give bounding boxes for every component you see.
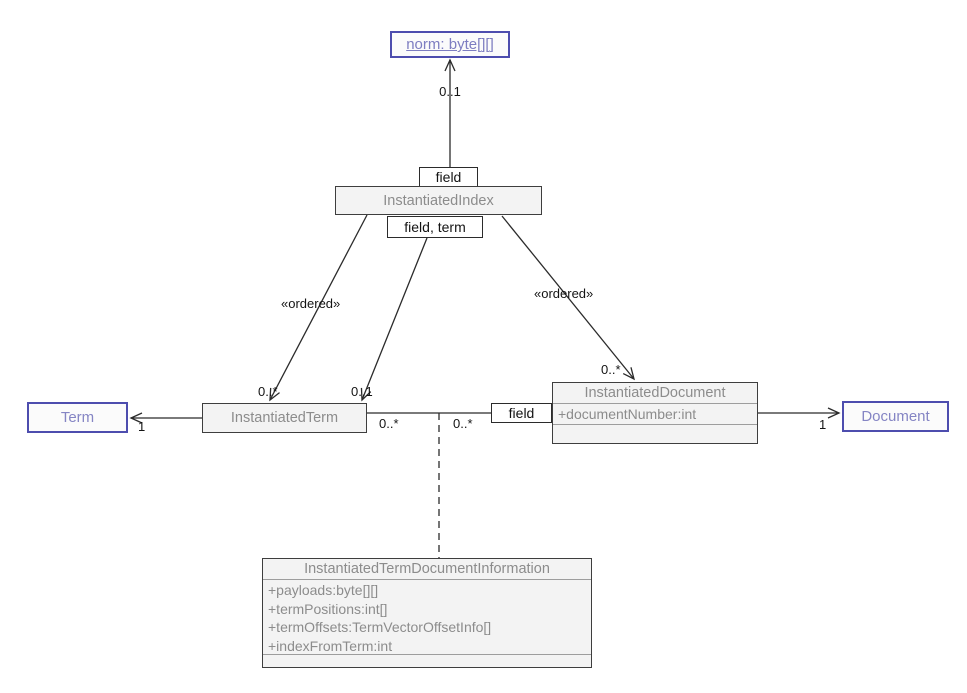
qualifier-field-term-label: field, term [404, 219, 466, 235]
multiplicity-instantiated-term-right: 0..1 [351, 384, 373, 399]
multiplicity-norm: 0..1 [439, 84, 461, 99]
compartment-separator [553, 424, 757, 425]
class-itdi-attribute: +termOffsets:TermVectorOffsetInfo[] [268, 619, 492, 635]
class-itdi-attribute: +termPositions:int[] [268, 600, 388, 617]
multiplicity-document-end: 1 [819, 417, 827, 432]
compartment-separator [263, 579, 591, 580]
class-itdi-attribute: +indexFromTerm:int [268, 637, 393, 654]
class-instantiated-index-title: InstantiatedIndex [383, 192, 494, 209]
class-instantiated-term[interactable]: InstantiatedTerm [202, 403, 367, 433]
class-instantiated-index[interactable]: InstantiatedIndex [335, 186, 542, 215]
class-term-title: Term [60, 409, 95, 426]
qualifier-field-top-label: field [435, 169, 462, 185]
class-instantiated-term-title: InstantiatedTerm [230, 410, 339, 426]
qualifier-field-mid: field [491, 403, 552, 423]
class-document[interactable]: Document [842, 401, 949, 432]
qualifier-field-top: field [419, 167, 478, 187]
qualifier-field-mid-label: field [508, 405, 535, 421]
connector-index-to-document [501, 215, 635, 381]
class-itdi-title: InstantiatedTermDocumentInformation [304, 561, 550, 577]
class-instantiated-document-attribute: +documentNumber:int [558, 406, 697, 422]
multiplicity-term-end: 1 [138, 419, 146, 434]
class-term[interactable]: Term [27, 402, 128, 433]
multiplicity-association-left: 0..* [379, 416, 399, 431]
connector-index-to-term-left [269, 214, 368, 402]
class-itdi-attribute: +payloads:byte[][] [268, 582, 379, 598]
class-norm[interactable]: norm: byte[][] [390, 31, 510, 58]
qualifier-field-term: field, term [387, 216, 483, 238]
stereotype-ordered-left: «ordered» [281, 296, 341, 311]
connector-index-to-term-right [360, 237, 428, 402]
multiplicity-association-right: 0..* [453, 416, 473, 431]
class-norm-label: norm: byte[][] [406, 36, 494, 53]
compartment-separator [263, 654, 591, 655]
class-instantiated-document[interactable]: InstantiatedDocument +documentNumber:int [552, 382, 758, 444]
class-instantiated-document-title: InstantiatedDocument [584, 385, 726, 401]
compartment-separator [553, 403, 757, 404]
multiplicity-instantiated-term-left: 0..* [258, 384, 278, 399]
stereotype-ordered-right: «ordered» [534, 286, 594, 301]
class-document-title: Document [861, 408, 930, 425]
multiplicity-instantiated-document-top: 0..* [601, 362, 621, 377]
class-instantiated-term-document-information[interactable]: InstantiatedTermDocumentInformation +pay… [262, 558, 592, 668]
